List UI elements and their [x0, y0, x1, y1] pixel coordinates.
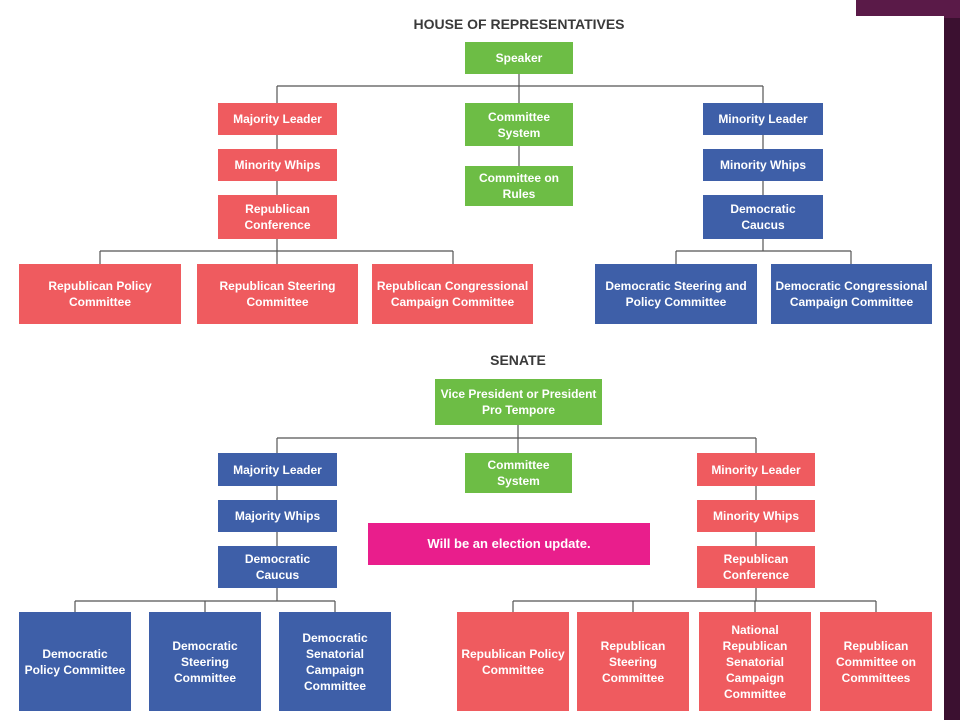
senate-minority-leader-box: Minority Leader: [697, 453, 815, 486]
house-democratic-steering-policy-committee-box: Democratic Steering and Policy Committee: [595, 264, 757, 324]
house-minority-whips-dem-box: Minority Whips: [703, 149, 823, 181]
speaker-box: Speaker: [465, 42, 573, 74]
slide-frame-accent: [856, 0, 960, 18]
house-majority-leader-box: Majority Leader: [218, 103, 337, 135]
house-republican-congressional-campaign-committee-box: Republican Congressional Campaign Commit…: [372, 264, 533, 324]
house-democratic-congressional-campaign-committee-box: Democratic Congressional Campaign Commit…: [771, 264, 932, 324]
senate-democratic-senatorial-campaign-committee-box: Democratic Senatorial Campaign Committee: [279, 612, 391, 711]
senate-title: SENATE: [490, 352, 546, 368]
house-committee-system-box: Committee System: [465, 103, 573, 146]
election-update-note: Will be an election update.: [368, 523, 650, 565]
senate-republican-steering-committee-box: Republican Steering Committee: [577, 612, 689, 711]
senate-national-republican-senatorial-campaign-committee-box: National Republican Senatorial Campaign …: [699, 612, 811, 711]
senate-democratic-steering-committee-box: Democratic Steering Committee: [149, 612, 261, 711]
house-title: HOUSE OF REPRESENTATIVES: [413, 16, 625, 32]
house-democratic-caucus-box: Democratic Caucus: [703, 195, 823, 239]
house-republican-steering-committee-box: Republican Steering Committee: [197, 264, 358, 324]
senate-republican-policy-committee-box: Republican Policy Committee: [457, 612, 569, 711]
house-republican-policy-committee-box: Republican Policy Committee: [19, 264, 181, 324]
house-minority-leader-box: Minority Leader: [703, 103, 823, 135]
house-minority-whips-rep-box: Minority Whips: [218, 149, 337, 181]
senate-democratic-caucus-box: Democratic Caucus: [218, 546, 337, 588]
senate-committee-system-box: Committee System: [465, 453, 572, 493]
senate-majority-leader-box: Majority Leader: [218, 453, 337, 486]
house-republican-conference-box: Republican Conference: [218, 195, 337, 239]
senate-republican-committee-on-committees-box: Republican Committee on Committees: [820, 612, 932, 711]
house-committee-on-rules-box: Committee on Rules: [465, 166, 573, 206]
senate-minority-whips-box: Minority Whips: [697, 500, 815, 532]
senate-democratic-policy-committee-box: Democratic Policy Committee: [19, 612, 131, 711]
senate-republican-conference-box: Republican Conference: [697, 546, 815, 588]
senate-vice-president-box: Vice President or President Pro Tempore: [435, 379, 602, 425]
senate-majority-whips-box: Majority Whips: [218, 500, 337, 532]
